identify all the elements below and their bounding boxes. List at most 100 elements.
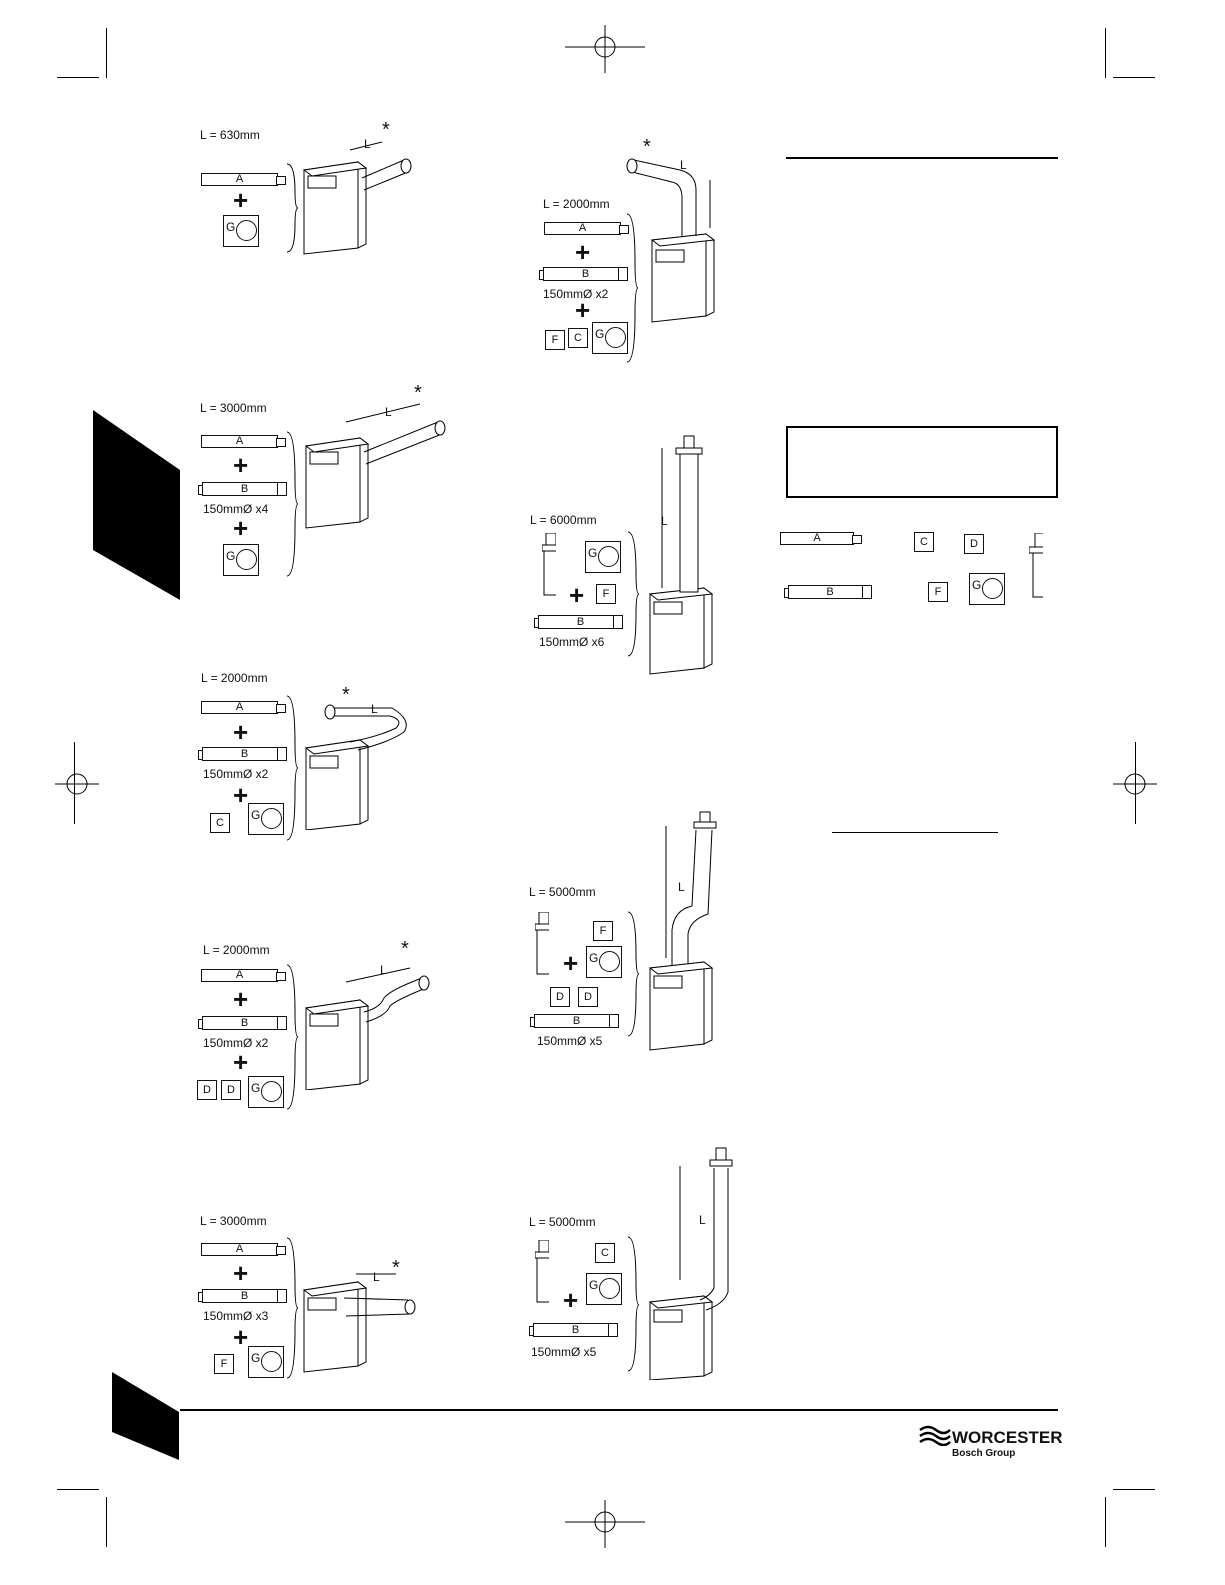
boiler-illustration	[626, 158, 716, 323]
key-component-d: D	[964, 534, 984, 554]
crop-mark	[1113, 1489, 1155, 1490]
b-quantity: 150mmØ x5	[531, 1345, 597, 1359]
component-g: G	[586, 1273, 622, 1305]
crop-mark	[1113, 77, 1155, 78]
crop-mark	[57, 1489, 99, 1490]
component-g: G	[248, 1076, 284, 1108]
plus-icon: +	[233, 717, 249, 747]
heading-rule	[832, 832, 998, 833]
star-marker: *	[643, 136, 651, 158]
component-g: G	[248, 1346, 284, 1378]
plus-icon: +	[569, 580, 585, 610]
pipe-a: A	[201, 701, 286, 714]
b-quantity: 150mmØ x3	[203, 1309, 269, 1323]
registration-mark	[565, 25, 645, 73]
terminal-icon	[542, 533, 556, 596]
plus-icon: +	[563, 1285, 579, 1315]
pipe-b: B	[530, 1014, 619, 1028]
bracket	[286, 695, 299, 841]
pipe-b: B	[529, 1323, 618, 1337]
key-component-g: G	[969, 573, 1005, 605]
dimension-l: L	[380, 963, 387, 977]
pipe-b: B	[198, 747, 287, 761]
boiler-illustration	[304, 967, 430, 1090]
terminal-icon	[535, 912, 549, 975]
component-f: F	[214, 1354, 234, 1374]
length-label: L = 3000mm	[200, 1214, 267, 1228]
length-label: L = 5000mm	[529, 885, 596, 899]
length-label: L = 2000mm	[203, 943, 270, 957]
heading-rule	[786, 157, 1058, 159]
component-d: D	[550, 987, 570, 1007]
bracket	[627, 531, 640, 657]
boiler-illustration	[302, 1273, 416, 1373]
crop-mark	[1135, 742, 1136, 824]
pipe-b: B	[198, 1016, 287, 1030]
crop-mark	[1105, 28, 1106, 78]
component-d: D	[578, 987, 598, 1007]
star-marker: *	[382, 119, 390, 141]
component-c: C	[568, 328, 588, 348]
dimension-l: L	[678, 880, 685, 894]
note-box	[786, 426, 1058, 498]
length-label: L = 630mm	[200, 128, 260, 142]
plus-icon: +	[233, 984, 249, 1014]
component-g: G	[248, 803, 284, 835]
registration-mark	[565, 1500, 645, 1548]
dimension-l: L	[371, 702, 378, 716]
plus-icon: +	[575, 237, 591, 267]
component-g: G	[223, 544, 259, 576]
dimension-l: L	[385, 405, 392, 419]
plus-icon: +	[233, 780, 249, 810]
bracket	[627, 1236, 640, 1372]
component-d: D	[221, 1080, 241, 1100]
component-f: F	[545, 330, 565, 350]
dimension-l: L	[699, 1213, 706, 1227]
registration-mark	[1113, 773, 1157, 795]
pipe-a: A	[201, 969, 286, 982]
plus-icon: +	[233, 450, 249, 480]
boiler-illustration	[648, 1147, 733, 1380]
length-label: L = 6000mm	[530, 513, 597, 527]
component-f: F	[596, 584, 616, 604]
pipe-b: B	[198, 1289, 287, 1303]
star-marker: *	[342, 684, 350, 706]
star-marker: *	[392, 1257, 400, 1279]
boiler-illustration	[648, 811, 717, 1051]
component-c: C	[210, 813, 230, 833]
pipe-a: A	[544, 222, 629, 235]
length-label: L = 2000mm	[543, 197, 610, 211]
dimension-l: L	[661, 514, 668, 528]
registration-mark	[55, 773, 99, 795]
bracket	[286, 964, 299, 1110]
b-quantity: 150mmØ x2	[203, 767, 269, 781]
pipe-b: B	[198, 482, 287, 496]
component-d: D	[197, 1080, 217, 1100]
pipe-b: B	[539, 267, 628, 281]
section-tab	[93, 410, 180, 600]
dimension-l: L	[364, 137, 371, 151]
plus-icon: +	[563, 948, 579, 978]
section-tab	[112, 1372, 179, 1460]
pipe-a: A	[201, 435, 286, 448]
length-label: L = 3000mm	[200, 401, 267, 415]
length-label: L = 5000mm	[529, 1215, 596, 1229]
component-c: C	[595, 1243, 615, 1263]
plus-icon: +	[233, 185, 249, 215]
bracket	[627, 911, 640, 1037]
dimension-l: L	[680, 158, 687, 172]
dimension-l: L	[373, 1270, 380, 1284]
crop-mark	[1105, 1497, 1106, 1547]
key-pipe-b: B	[784, 585, 872, 599]
b-quantity: 150mmØ x2	[203, 1036, 269, 1050]
crop-mark	[74, 742, 75, 824]
bracket	[286, 1237, 299, 1379]
crop-mark	[106, 28, 107, 78]
boiler-illustration	[648, 435, 714, 675]
component-g: G	[585, 541, 621, 573]
b-quantity: 150mmØ x6	[539, 635, 605, 649]
b-quantity: 150mmØ x2	[543, 287, 609, 301]
component-g: G	[586, 946, 622, 978]
pipe-a: A	[201, 1243, 286, 1256]
b-quantity: 150mmØ x5	[537, 1034, 603, 1048]
